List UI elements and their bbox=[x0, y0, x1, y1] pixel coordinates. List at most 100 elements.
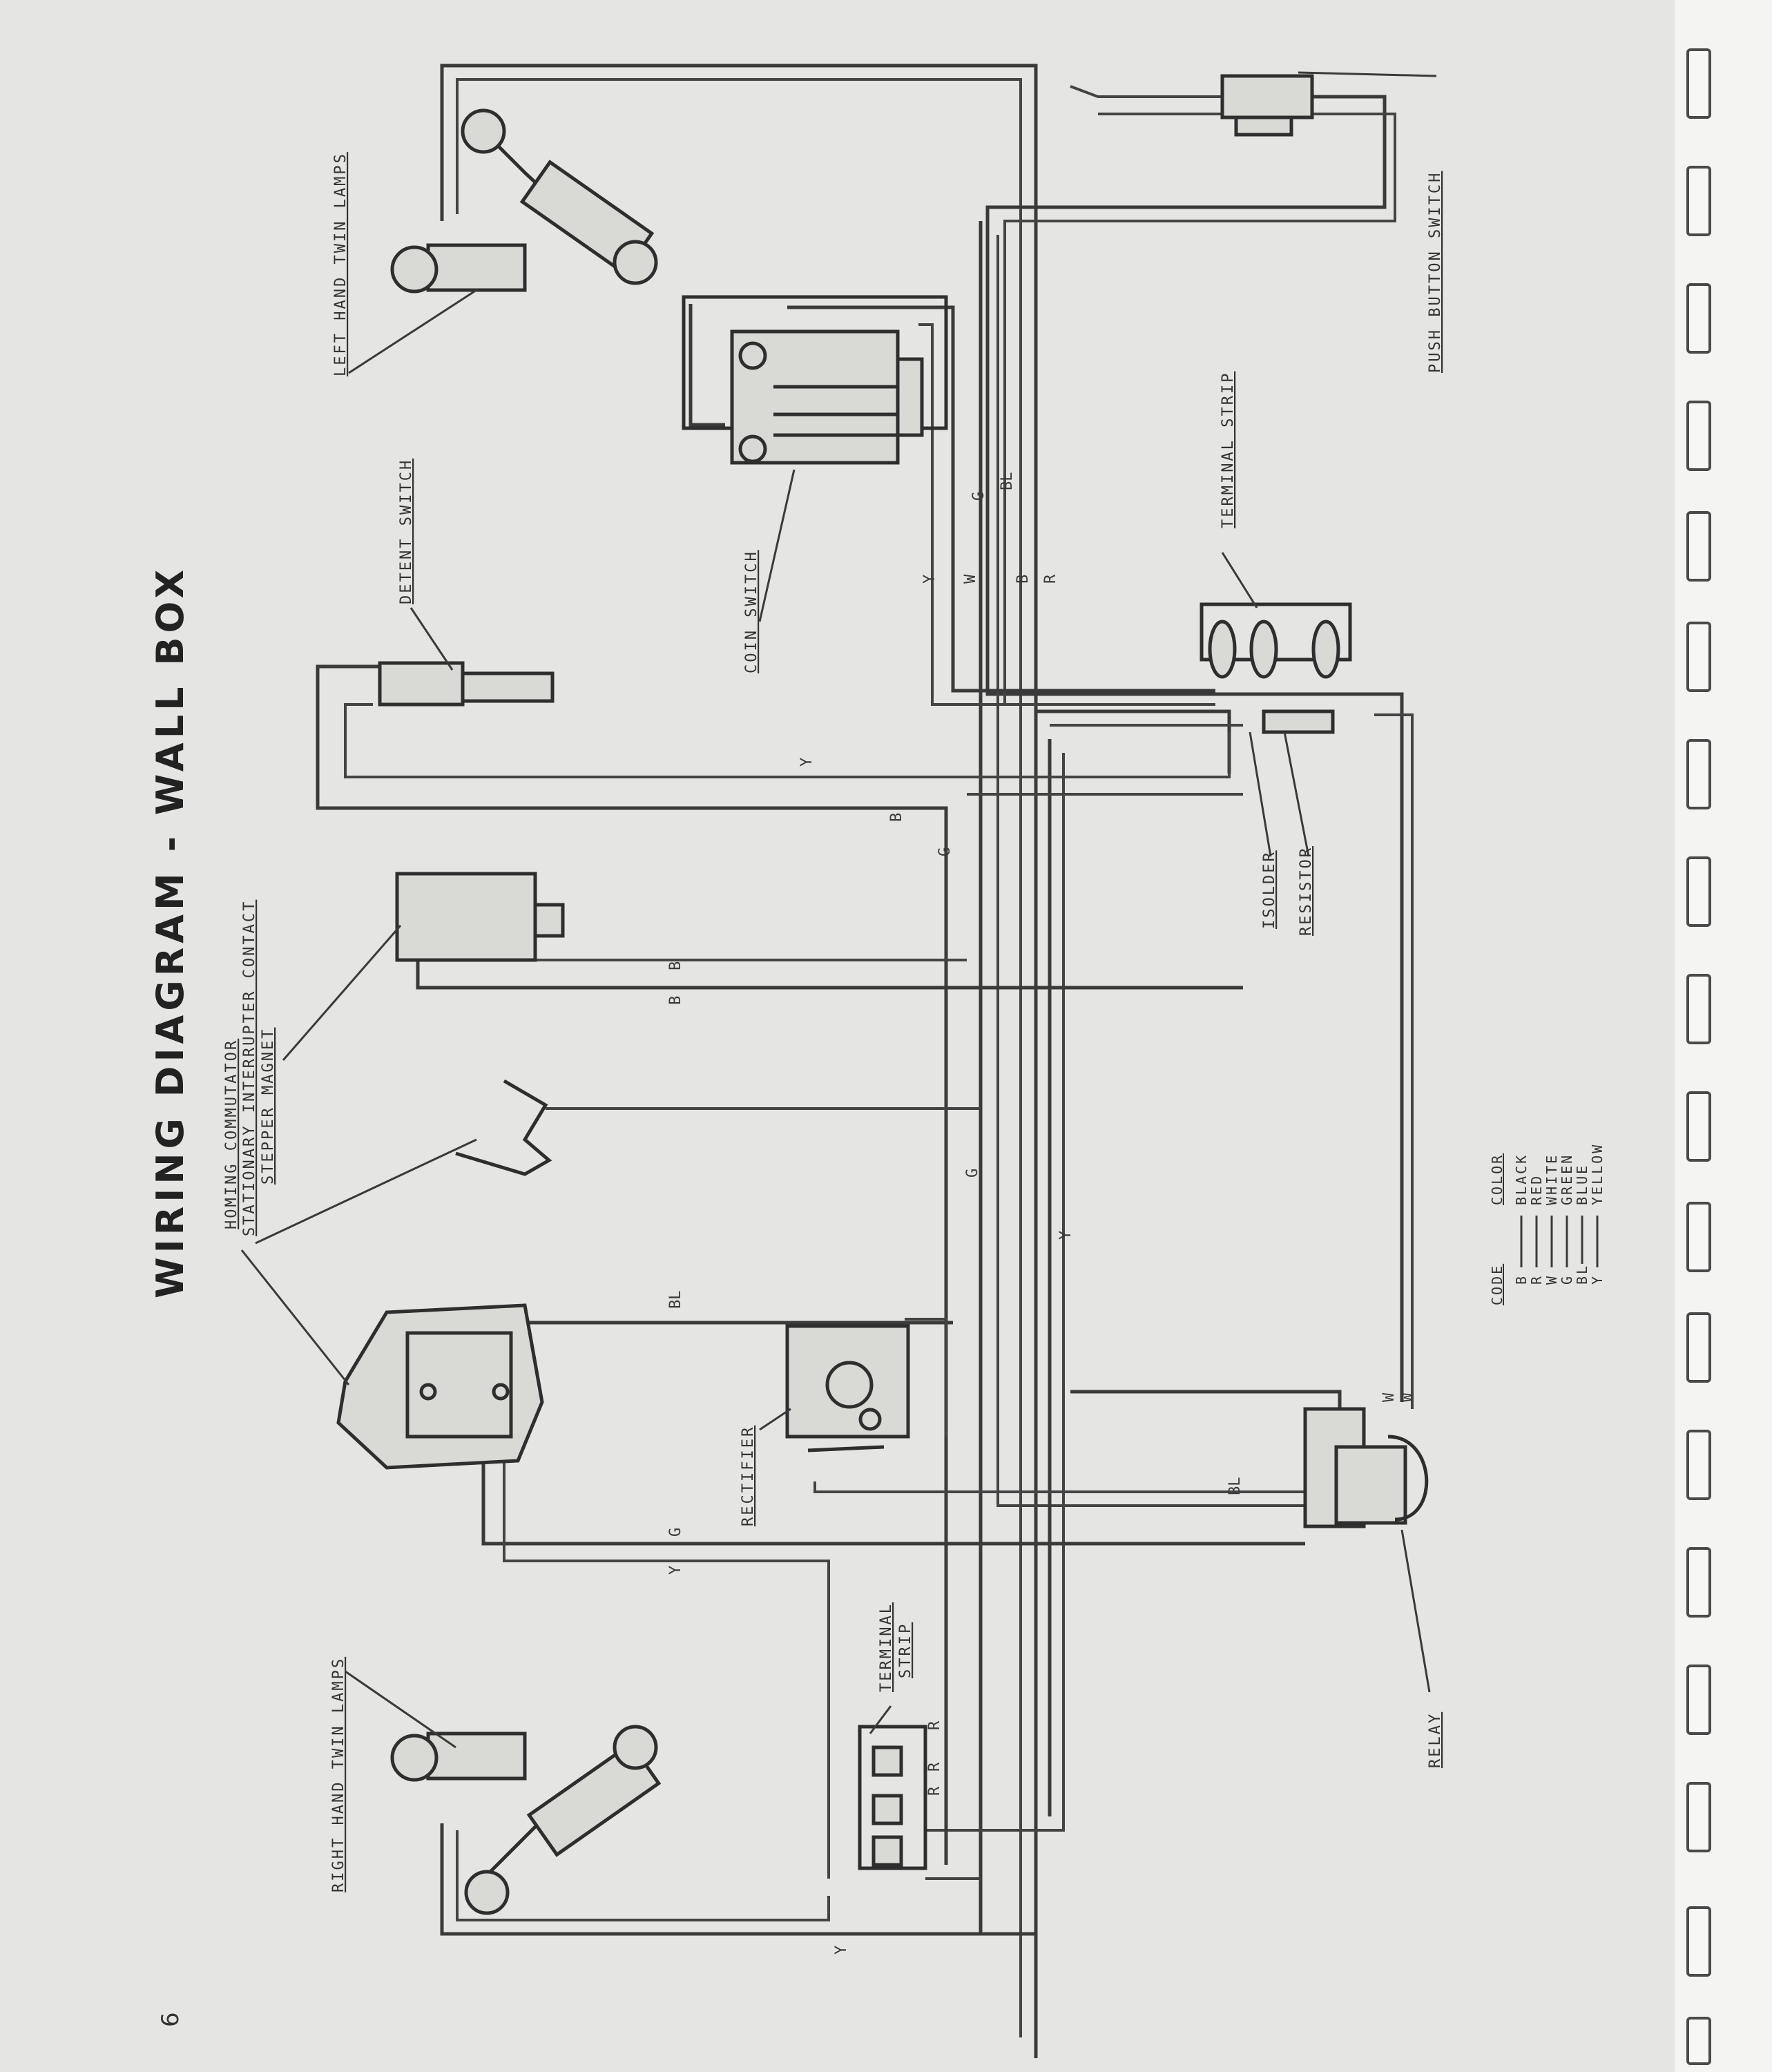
wire-label: Y bbox=[798, 758, 816, 767]
color-code-row-code: W bbox=[1543, 1274, 1560, 1285]
rectifier-terminal bbox=[858, 1408, 882, 1431]
wire-commutator-g bbox=[481, 1461, 1305, 1546]
color-code-row-code: B bbox=[1513, 1274, 1530, 1285]
wire-left-lamp-inner bbox=[456, 78, 1022, 2037]
wire-stepper-a bbox=[416, 946, 1243, 990]
page-title: WIRING DIAGRAM - WALL BOX bbox=[148, 566, 192, 1298]
binding-hole bbox=[1686, 1547, 1711, 1618]
binding-hole bbox=[1686, 1782, 1711, 1852]
wire-label: Y bbox=[667, 1566, 684, 1575]
wire-bus-2 bbox=[996, 235, 1312, 1507]
wire-relay-a bbox=[1070, 1390, 1342, 1423]
binding-hole bbox=[1686, 283, 1711, 354]
terminal-lug bbox=[1208, 620, 1237, 679]
wire-push-button-a bbox=[1070, 85, 1222, 98]
color-code-dashes bbox=[1520, 1216, 1599, 1267]
wire-detent-a bbox=[316, 664, 948, 1865]
leader-right-lamps bbox=[345, 1670, 456, 1749]
coin-switch-blades bbox=[773, 385, 912, 437]
binding-hole bbox=[1686, 401, 1711, 471]
stepper-magnet-coil bbox=[395, 872, 537, 962]
wire-label: B bbox=[667, 961, 684, 970]
color-code-row-color: BLUE bbox=[1574, 1164, 1590, 1205]
binding-hole bbox=[1686, 1430, 1711, 1500]
detent-switch bbox=[378, 661, 555, 707]
commutator-screw bbox=[492, 1383, 510, 1401]
wire-relay-b bbox=[1374, 713, 1414, 1409]
color-code-row-code: R bbox=[1528, 1274, 1545, 1285]
wire-commutator-y bbox=[503, 1457, 830, 1879]
push-button-base bbox=[1234, 115, 1293, 137]
terminal-lug bbox=[1311, 620, 1340, 679]
wire-label: G bbox=[936, 847, 954, 856]
wire-label: R bbox=[1042, 574, 1059, 584]
wire-label: B bbox=[667, 996, 684, 1005]
rectifier-stud bbox=[825, 1361, 874, 1409]
detent-switch-body bbox=[378, 661, 465, 707]
color-code-header-color: COLOR bbox=[1489, 1153, 1505, 1205]
wire-labels: Y W G BL B R Y B G B B G Y BL G Y BL R R… bbox=[667, 472, 1416, 1955]
stepper-magnet-plunger bbox=[533, 903, 565, 938]
terminal-strip-bottom bbox=[858, 1725, 927, 1870]
wire-label: BL bbox=[999, 472, 1016, 491]
relay bbox=[1303, 1407, 1429, 1528]
relay-label: RELAY bbox=[1427, 1712, 1444, 1768]
color-code-row-code: G bbox=[1559, 1274, 1575, 1285]
binding-hole bbox=[1686, 1312, 1711, 1383]
stepper-magnet bbox=[395, 872, 565, 962]
lamp-mount bbox=[461, 108, 506, 154]
color-code-row-code: BL bbox=[1574, 1264, 1590, 1285]
wire-rectifier-b bbox=[813, 1481, 1312, 1493]
wire-label: B bbox=[1014, 575, 1032, 584]
wire-label: Y bbox=[921, 575, 938, 584]
rectifier-label: RECTIFIER bbox=[740, 1426, 757, 1526]
push-button-switch-label: PUSH BUTTON SWITCH bbox=[1427, 171, 1444, 373]
coin-switch-label: COIN SWITCH bbox=[743, 550, 760, 673]
terminal-lug bbox=[871, 1745, 903, 1777]
wire-push-return bbox=[1003, 113, 1396, 704]
commutator-screw bbox=[419, 1383, 437, 1401]
coin-switch bbox=[682, 295, 948, 465]
commutator-disc bbox=[405, 1331, 513, 1439]
terminal-lug bbox=[871, 1794, 903, 1825]
binding-hole bbox=[1686, 1665, 1711, 1735]
commutator-plate bbox=[336, 1303, 544, 1470]
wire-right-lamp-loop bbox=[440, 1823, 1036, 1936]
wire-label: R bbox=[926, 1762, 943, 1772]
relay-coil bbox=[1334, 1445, 1407, 1525]
terminal-strip-label: TERMINAL STRIP bbox=[1220, 372, 1237, 528]
rectifier bbox=[785, 1324, 910, 1452]
lamp-mount bbox=[464, 1870, 510, 1915]
leader-commutator bbox=[240, 1249, 350, 1385]
stepper-magnet-label: STEPPER MAGNET bbox=[260, 1028, 277, 1184]
wire-coin-a bbox=[688, 304, 725, 427]
stationary-interrupter-contact bbox=[455, 1079, 552, 1176]
terminal-strip-bottom-label-2: STRIP bbox=[897, 1622, 914, 1678]
leader-detent bbox=[410, 607, 454, 671]
wire-label: B bbox=[888, 813, 905, 822]
coin-switch-screw bbox=[738, 434, 767, 463]
leader-coin-switch bbox=[758, 469, 796, 622]
color-code-row-color: GREEN bbox=[1559, 1153, 1575, 1205]
rectifier-body bbox=[785, 1324, 910, 1439]
color-code-row-color: RED bbox=[1528, 1174, 1545, 1205]
leader-terminal-strip bbox=[1221, 552, 1258, 608]
leader-terminal-strip-bottom bbox=[869, 1705, 892, 1734]
wire-coin-b bbox=[787, 305, 1215, 693]
wire-label: G bbox=[970, 492, 988, 501]
leader-isolder bbox=[1249, 731, 1272, 857]
color-code-row-color: YELLOW bbox=[1589, 1143, 1606, 1205]
wire-label: R bbox=[926, 1786, 943, 1796]
binding-hole bbox=[1686, 1091, 1711, 1162]
wire-label: W bbox=[1399, 1392, 1416, 1402]
binding-hole bbox=[1686, 511, 1711, 582]
leader-stepper-magnet bbox=[282, 925, 402, 1061]
detent-switch-label: DETENT SWITCH bbox=[398, 459, 415, 604]
lamp-bulb bbox=[613, 1725, 658, 1770]
lamp-bulb bbox=[390, 245, 439, 294]
color-code-row-color: BLACK bbox=[1513, 1153, 1530, 1205]
left-hand-twin-lamps-label: LEFT HAND TWIN LAMPS bbox=[332, 152, 349, 376]
wire-label: G bbox=[964, 1169, 981, 1178]
resistor-body bbox=[1262, 709, 1335, 734]
